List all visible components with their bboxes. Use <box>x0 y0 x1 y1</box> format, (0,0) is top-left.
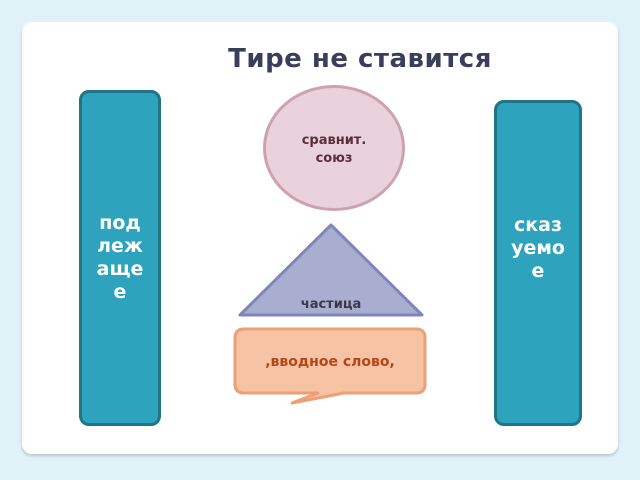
triangle-shape <box>238 223 424 317</box>
circle-label: сравнит. союз <box>301 133 367 166</box>
callout-label: ,вводное слово, <box>265 354 395 370</box>
callout-shape <box>233 327 427 405</box>
slide-title: Тире не ставится <box>228 44 492 74</box>
comparative-conjunction-circle: сравнит. союз <box>263 85 405 211</box>
predicate-block: сказуемое <box>494 100 582 426</box>
triangle-label: частица <box>300 297 362 312</box>
particle-triangle: частица <box>236 222 426 318</box>
subject-block: подлежащее <box>79 90 161 426</box>
predicate-label: сказуемое <box>511 213 565 282</box>
introductory-word-callout: ,вводное слово, <box>232 326 428 406</box>
subject-label: подлежащее <box>96 212 144 303</box>
